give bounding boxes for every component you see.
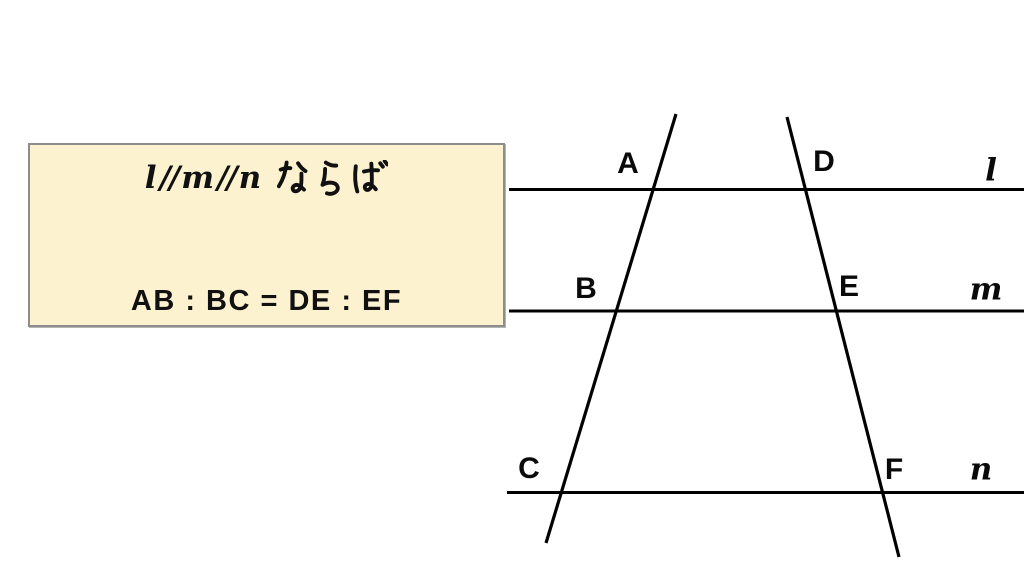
transversal-abc	[544, 113, 678, 544]
point-label-B: B	[575, 272, 597, 305]
point-label-D: D	[813, 145, 835, 178]
condition-line: l // m // n	[30, 157, 503, 199]
parallel-symbol: //	[217, 159, 238, 196]
point-label-E: E	[838, 270, 860, 303]
naraba-text	[277, 159, 389, 197]
line-label-l: l	[985, 152, 997, 189]
point-label-A: A	[617, 147, 639, 180]
theorem-box: l // m // n	[28, 143, 505, 327]
math-letter-m: m	[181, 159, 215, 196]
point-label-C: C	[518, 452, 540, 485]
kana-ba-glyph	[353, 159, 389, 193]
kana-ra-glyph	[320, 160, 340, 196]
line-label-m: m	[969, 271, 1003, 308]
math-letter-n: n	[238, 159, 262, 196]
kana-na-glyph	[277, 160, 308, 193]
math-letter-l: l	[144, 159, 157, 196]
point-label-F: F	[884, 453, 904, 486]
line-label-n: n	[969, 451, 993, 488]
proportion-statement: AB : BC = DE : EF	[130, 285, 403, 317]
transversal-def	[785, 116, 901, 558]
parallel-symbol: //	[159, 159, 181, 196]
